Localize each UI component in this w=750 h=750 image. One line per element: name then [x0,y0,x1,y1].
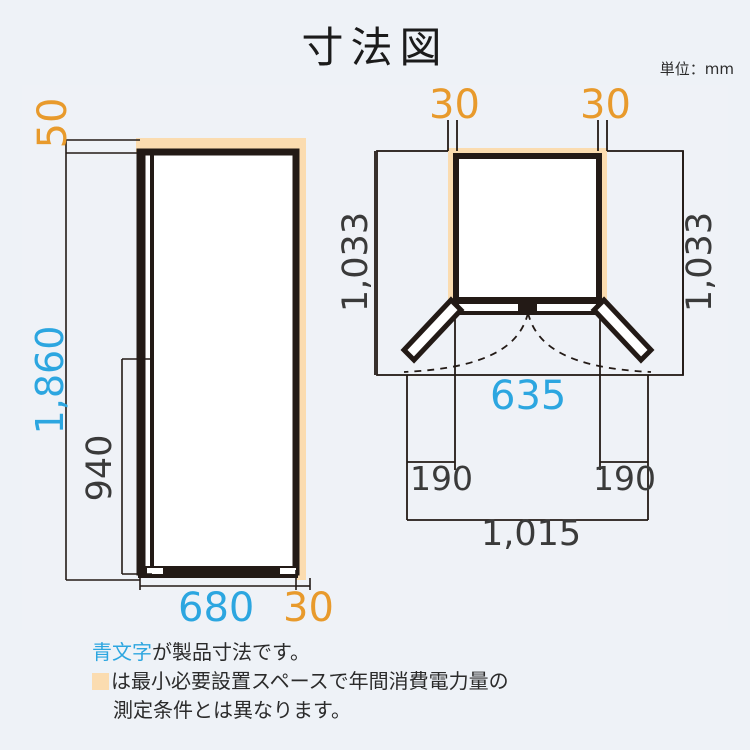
cabinet-foot-front [147,568,163,574]
door-leaf-right-closed [537,304,596,311]
legend-swatch-text: は最小必要設置スペースで年間消費電力量の [111,669,509,693]
door-leaf-left-open [400,296,465,364]
dim-label-swing-left-190: 190 [410,459,473,498]
legend-blue-rest: が製品寸法です。 [152,640,310,664]
legend-blue-keyword: 青文字 [92,640,152,664]
dim-label-depth-right-1033: 1,033 [680,211,720,313]
door-swing-arc-left [403,312,529,373]
door-leaf-right-open [590,296,655,364]
dim-label-rear-clearance-30: 30 [283,585,334,631]
door-leaf-left-closed [459,304,518,311]
dim-label-width-635: 635 [490,373,567,419]
cabinet-plinth [138,566,298,578]
legend-notes: 青文字が製品寸法です。 は最小必要設置スペースで年間消費電力量の 測定条件とは異… [92,638,692,725]
top-right-clearance-fill [598,148,607,306]
legend-note-clearance-line1: は最小必要設置スペースで年間消費電力量の [92,667,692,696]
dim-label-depth-left-1033: 1,033 [336,211,376,313]
top-rear-clearance-fill [448,148,606,157]
top-left-clearance-fill [448,148,457,306]
unit-label: 単位：mm [659,60,734,78]
dim-label-right-clearance-30: 30 [580,82,631,128]
cabinet-footprint [453,153,602,303]
clearance-color-swatch [92,673,109,690]
legend-note-clearance-line2: 測定条件とは異なります。 [113,698,351,722]
legend-note-product: 青文字が製品寸法です。 [92,638,692,667]
cabinet-foot-rear [280,568,296,574]
page-title: 寸法図 [301,23,449,72]
dim-label-left-clearance-30: 30 [429,82,480,128]
side-rear-clearance-fill [296,138,306,580]
dim-label-swing-right-190: 190 [593,459,656,498]
door-swing-arc-right [527,312,652,373]
dim-label-open-width-1015: 1,015 [481,514,582,554]
dim-label-depth-680: 680 [178,585,255,631]
